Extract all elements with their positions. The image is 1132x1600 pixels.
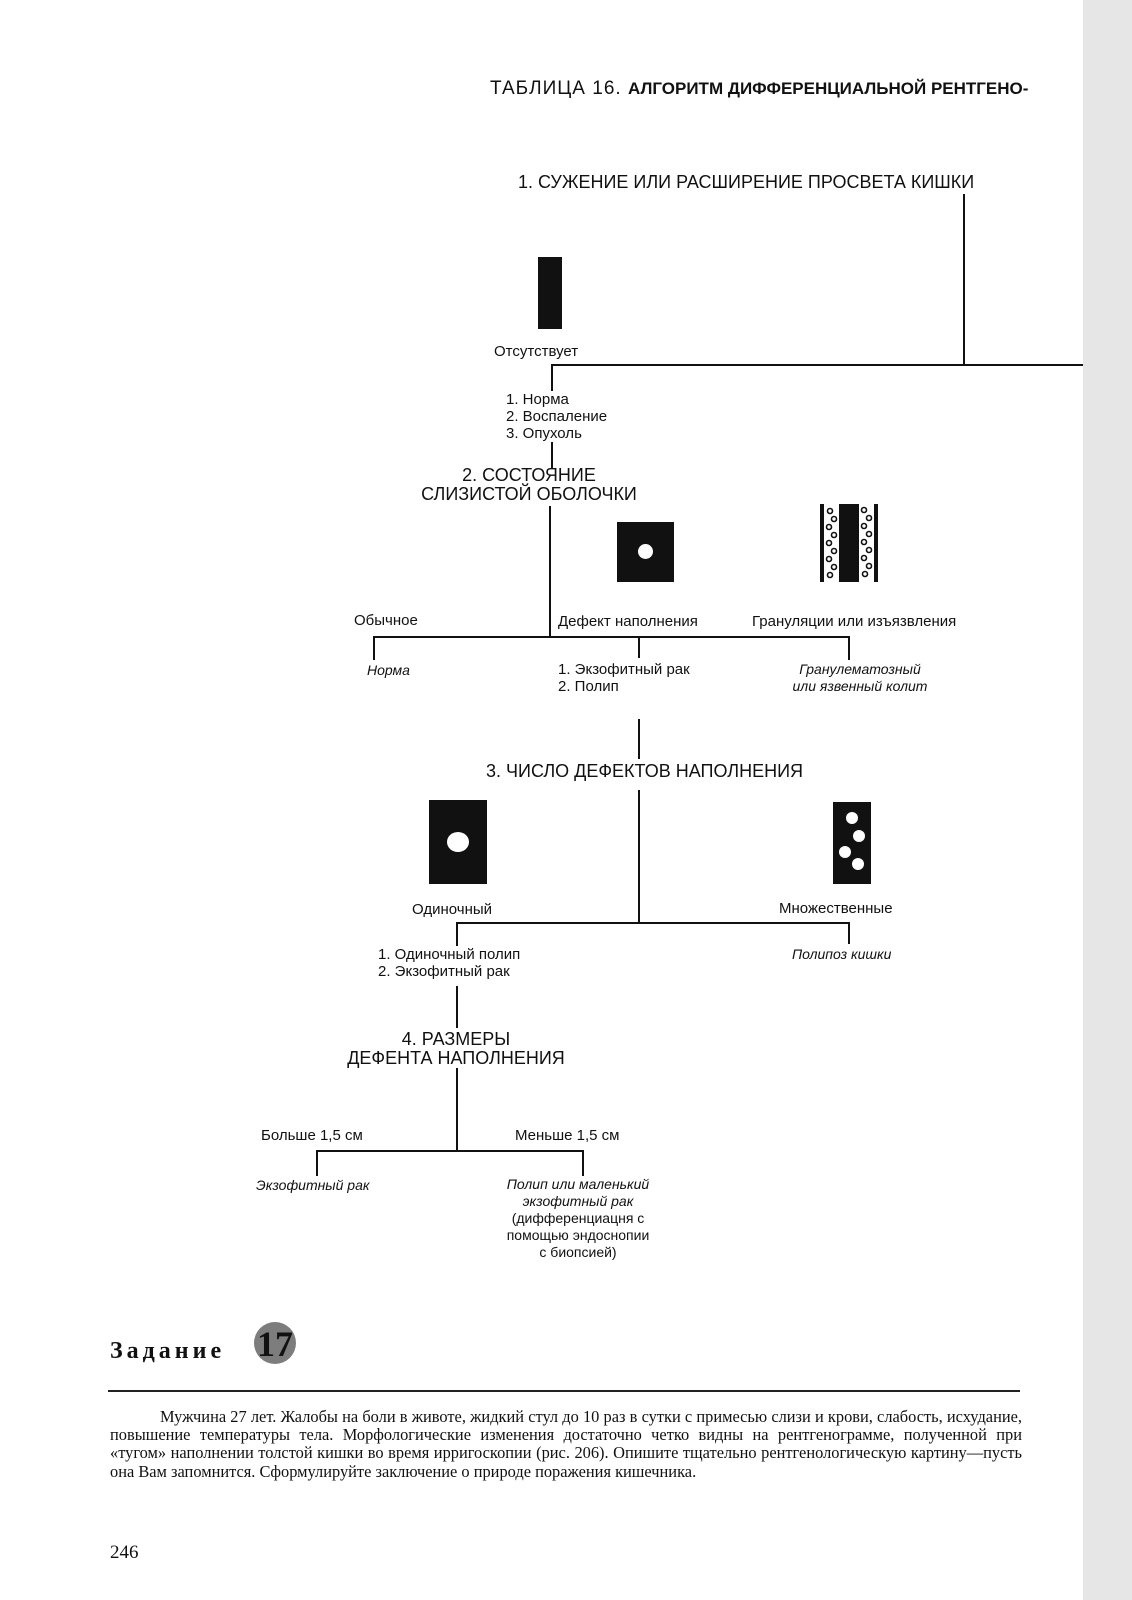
step4-larger-label: Больше 1,5 см [261,1127,363,1144]
task-text: Мужчина 27 лет. Жалобы на боли в животе,… [110,1407,1022,1481]
connector [316,1150,318,1176]
step2-normal-label: Обычное [354,612,418,629]
page-number: 246 [110,1542,139,1563]
connector [963,194,965,366]
step1-causes: 1. Норма 2. Воспаление 3. Опухоль [506,391,608,442]
connector [456,922,850,924]
step3-title: 3. ЧИСЛО ДЕФЕКТОВ НАПОЛНЕНИЯ [486,761,804,781]
step3-single-label: Одиночный [412,901,493,918]
step2-normal-result: Норма [367,662,410,678]
multiple-defects-symbol [833,802,871,884]
connector [456,1068,458,1152]
connector [551,442,553,468]
narrow-lumen-symbol [538,257,562,329]
step2-granulation-label: Грануляции или изъязвления [752,613,957,630]
connector [549,506,551,636]
connector [638,719,640,759]
step3-multiple-label: Множественные [779,900,893,917]
connector [638,636,640,658]
step2-title: 2. СОСТОЯНИЕ СЛИЗИСТОЙ ОБОЛОЧКИ [421,465,637,504]
filling-defect-symbol [617,522,674,582]
connector [551,364,1083,366]
step4-larger-result: Экзофитный рак [256,1177,370,1193]
granulation-symbol [820,504,878,582]
step1-title: 1. СУЖЕНИЕ ИЛИ РАСШИРЕНИЕ ПРОСВЕТА КИШКИ [518,172,975,192]
step2-granulation-result: Гранулематозный или язвенный колит [792,661,928,694]
step1-absent-label: Отсутствует [494,343,579,360]
task-heading: Задание [110,1338,226,1364]
step2-defect-label: Дефект наполнения [558,613,698,630]
step4-smaller-label: Меньше 1,5 см [515,1127,620,1144]
connector [316,1150,584,1152]
connector [373,636,375,660]
connector [848,922,850,944]
connector [551,364,553,391]
task-number-badge: 17 [254,1322,296,1364]
step3-multiple-result: Полипоз кишки [792,946,892,962]
connector [848,636,850,660]
connector [456,922,458,946]
step4-smaller-result: Полип или маленький экзофитный рак (дифф… [506,1176,650,1260]
connector [456,986,458,1028]
single-defect-symbol [429,800,487,884]
page-edge-shadow [1083,0,1132,1600]
connector [582,1150,584,1176]
connector [373,636,850,638]
step4-title: 4. РАЗМЕРЫ ДЕФЕНТА НАПОЛНЕНИЯ [347,1029,565,1068]
step3-single-results: 1. Одиночный полип 2. Экзофитный рак [378,946,521,980]
table-title: ТАБЛИЦА 16. АЛГОРИТМ ДИФФЕРЕНЦИАЛЬНОЙ РЕ… [490,78,1029,99]
step2-defect-results: 1. Экзофитный рак 2. Полип [558,661,690,695]
task-divider [108,1390,1020,1392]
connector [638,790,640,922]
